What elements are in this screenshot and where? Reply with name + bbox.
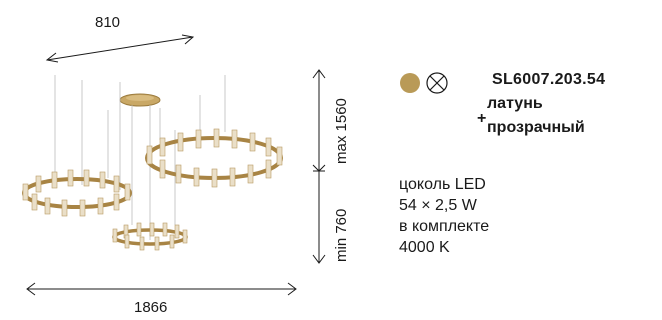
- shade-label: прозрачный: [487, 119, 585, 136]
- finish-label: латунь: [487, 95, 543, 112]
- spec-included: в комплекте: [399, 218, 490, 235]
- min-height-label: min 760: [333, 208, 350, 262]
- ring-medium: [22, 169, 132, 217]
- spec-list: цоколь LED 54 × 2,5 W в комплекте 4000 K: [399, 174, 489, 258]
- max-height-label: max 1560: [333, 98, 350, 164]
- brass-swatch: [400, 73, 420, 93]
- clear-swatch-icon: [426, 72, 448, 94]
- ring-small: [112, 222, 188, 251]
- spec-color-temp: 4000 K: [399, 239, 450, 256]
- top-width-arrow: [46, 36, 194, 61]
- plus-sign: +: [477, 110, 487, 127]
- top-width-label: 810: [95, 14, 121, 31]
- dimension-lines: [26, 34, 326, 296]
- spec-socket: цоколь LED: [399, 176, 486, 193]
- model-number: SL6007.203.54: [492, 71, 606, 88]
- suspension-wires: [54, 75, 226, 240]
- ring-large: [145, 128, 283, 188]
- bottom-width-label: 1866: [134, 299, 168, 316]
- spec-power: 54 × 2,5 W: [399, 197, 477, 214]
